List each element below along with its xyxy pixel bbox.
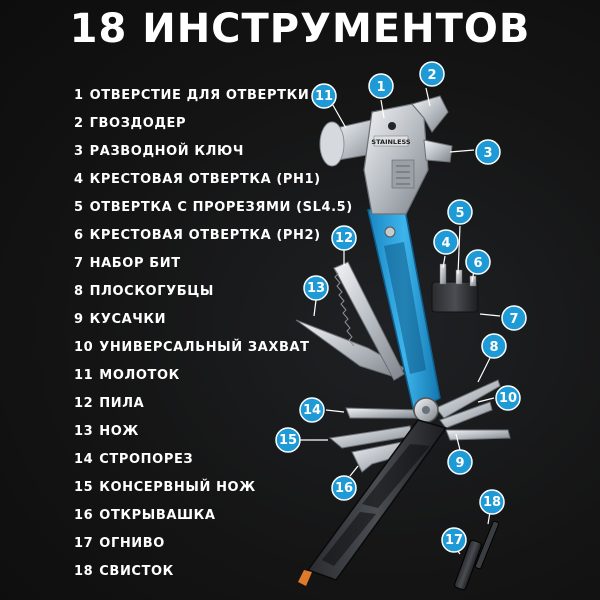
item-number: 18 [74, 564, 94, 579]
badge-number: 2 [427, 68, 436, 83]
callout-badge: 18 [479, 489, 505, 515]
list-item: 13 НОЖ [74, 422, 353, 450]
item-number: 3 [74, 144, 84, 159]
list-item: 17 ОГНИВО [74, 534, 353, 562]
item-number: 2 [74, 116, 84, 131]
item-label: КОНСЕРВНЫЙ НОЖ [99, 480, 256, 495]
callout-badge: 15 [275, 427, 301, 453]
badge-number: 4 [441, 236, 450, 251]
list-item: 8 ПЛОСКОГУБЦЫ [74, 282, 353, 310]
list-item: 4 КРЕСТОВАЯ ОТВЕРТКА (PH1) [74, 170, 353, 198]
item-number: 16 [74, 508, 94, 523]
item-label: РАЗВОДНОЙ КЛЮЧ [89, 144, 244, 159]
badge-number: 15 [279, 433, 297, 448]
item-label: ОТВЕРСТИЕ ДЛЯ ОТВЕРТКИ [89, 88, 310, 103]
badge-number: 1 [376, 80, 385, 95]
page-title: 18 ИНСТРУМЕНТОВ [69, 6, 531, 52]
badge-number: 13 [307, 281, 325, 296]
item-label: СТРОПОРЕЗ [99, 452, 194, 467]
item-label: МОЛОТОК [99, 368, 180, 383]
badge-number: 18 [483, 495, 501, 510]
item-label: НОЖ [99, 424, 139, 439]
item-label: НАБОР БИТ [89, 256, 181, 271]
item-label: ПИЛА [99, 396, 145, 411]
callout-badge: 2 [419, 61, 445, 87]
item-number: 9 [74, 312, 84, 327]
item-number: 8 [74, 284, 84, 299]
badge-number: 3 [483, 146, 492, 161]
list-item: 2 ГВОЗДОДЕР [74, 114, 353, 142]
list-item: 7 НАБОР БИТ [74, 254, 353, 282]
item-label: ОГНИВО [99, 536, 165, 551]
badge-number: 6 [473, 256, 482, 271]
item-label: ГВОЗДОДЕР [89, 116, 187, 131]
list-item: 12 ПИЛА [74, 394, 353, 422]
item-label: УНИВЕРСАЛЬНЫЙ ЗАХВАТ [99, 340, 310, 355]
badge-number: 17 [445, 533, 463, 548]
callout-badge: 8 [481, 333, 507, 359]
callout-badge: 10 [495, 385, 521, 411]
callout-badge: 7 [501, 305, 527, 331]
list-item: 9 КУСАЧКИ [74, 310, 353, 338]
badge-number: 7 [509, 312, 518, 327]
callout-badge: 9 [447, 449, 473, 475]
item-label: ОТВЕРТКА С ПРОРЕЗЯМИ (SL4.5) [89, 200, 353, 215]
callout-badge: 1 [368, 73, 394, 99]
callout-badge: 14 [299, 397, 325, 423]
item-number: 6 [74, 228, 84, 243]
item-number: 14 [74, 452, 94, 467]
badge-number: 11 [315, 89, 333, 104]
features-list: 1 ОТВЕРСТИЕ ДЛЯ ОТВЕРТКИ 2 ГВОЗДОДЕР 3 РАЗВ… [74, 86, 353, 590]
item-number: 1 [74, 88, 84, 103]
badge-number: 5 [455, 206, 464, 221]
item-number: 4 [74, 172, 84, 187]
engraving-text: STAINLESS [371, 138, 410, 146]
callout-badge: 6 [465, 249, 491, 275]
item-number: 15 [74, 480, 94, 495]
item-label: ОТКРЫВАШКА [99, 508, 216, 523]
callout-badge: 17 [441, 527, 467, 553]
callout-badge: 4 [433, 229, 459, 255]
item-label: КУСАЧКИ [89, 312, 167, 327]
callout-badge: 11 [311, 83, 337, 109]
item-number: 13 [74, 424, 94, 439]
item-label: КРЕСТОВАЯ ОТВЕРТКА (PH2) [89, 228, 321, 243]
item-number: 11 [74, 368, 94, 383]
list-item: 10 УНИВЕРСАЛЬНЫЙ ЗАХВАТ [74, 338, 353, 366]
badge-number: 16 [335, 481, 353, 496]
badge-number: 10 [499, 391, 517, 406]
badge-number: 12 [335, 231, 353, 246]
item-label: КРЕСТОВАЯ ОТВЕРТКА (PH1) [89, 172, 321, 187]
callout-badge: 16 [331, 475, 357, 501]
item-number: 5 [74, 200, 84, 215]
callout-badge: 12 [331, 225, 357, 251]
list-item: 1 ОТВЕРСТИЕ ДЛЯ ОТВЕРТКИ [74, 86, 353, 114]
list-item: 15 КОНСЕРВНЫЙ НОЖ [74, 478, 353, 506]
item-label: ПЛОСКОГУБЦЫ [89, 284, 214, 299]
badge-number: 8 [489, 340, 498, 355]
list-item: 5 ОТВЕРТКА С ПРОРЕЗЯМИ (SL4.5) [74, 198, 353, 226]
item-number: 17 [74, 536, 94, 551]
list-item: 18 СВИСТОК [74, 562, 353, 590]
item-number: 12 [74, 396, 94, 411]
item-number: 7 [74, 256, 84, 271]
list-item: 11 МОЛОТОК [74, 366, 353, 394]
callout-badge: 3 [475, 139, 501, 165]
list-item: 3 РАЗВОДНОЙ КЛЮЧ [74, 142, 353, 170]
item-number: 10 [74, 340, 94, 355]
list-item: 6 КРЕСТОВАЯ ОТВЕРТКА (PH2) [74, 226, 353, 254]
badge-number: 14 [303, 403, 321, 418]
list-item: 14 СТРОПОРЕЗ [74, 450, 353, 478]
badge-number: 9 [455, 456, 464, 471]
list-item: 16 ОТКРЫВАШКА [74, 506, 353, 534]
callout-badge: 13 [303, 275, 329, 301]
callout-badge: 5 [447, 199, 473, 225]
item-label: СВИСТОК [99, 564, 174, 579]
